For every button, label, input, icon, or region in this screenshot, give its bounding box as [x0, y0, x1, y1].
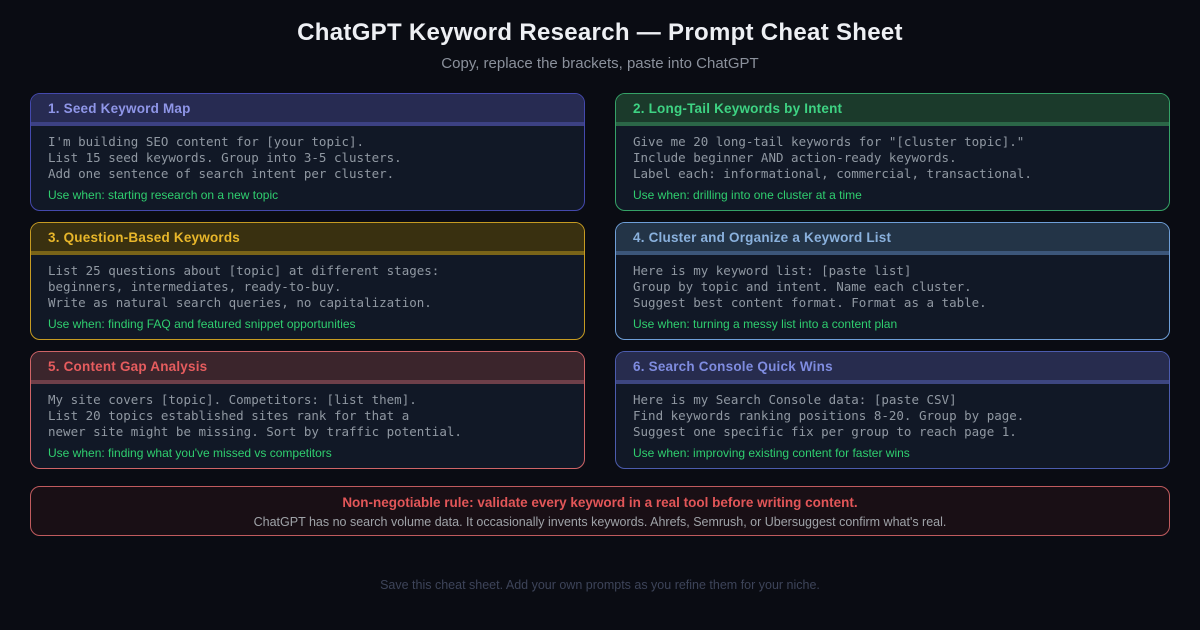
card-title: 6. Search Console Quick Wins [633, 359, 833, 374]
prompt-line: My site covers [topic]. Competitors: [li… [48, 392, 417, 407]
prompt-text: Here is my Search Console data: [paste C… [616, 384, 1169, 441]
card-title: 2. Long-Tail Keywords by Intent [633, 101, 843, 116]
prompt-text: I'm building SEO content for [your topic… [31, 126, 584, 183]
use-when-note: Use when: drilling into one cluster at a… [633, 187, 862, 202]
use-when-note: Use when: finding FAQ and featured snipp… [48, 316, 356, 331]
use-when-note: Use when: improving existing content for… [633, 445, 910, 460]
prompt-line: beginners, intermediates, ready-to-buy. [48, 279, 342, 295]
prompt-line: I'm building SEO content for [your topic… [48, 134, 365, 149]
prompt-line: newer site might be missing. Sort by tra… [48, 424, 462, 440]
warning-body: ChatGPT has no search volume data. It oc… [253, 515, 947, 529]
card-header: 5. Content Gap Analysis [31, 352, 584, 384]
prompt-line: Here is my Search Console data: [paste C… [633, 392, 957, 407]
use-when-note: Use when: starting research on a new top… [48, 187, 279, 202]
card-title: 3. Question-Based Keywords [48, 230, 240, 245]
prompt-line: List 20 topics established sites rank fo… [48, 408, 410, 424]
card-header: 4. Cluster and Organize a Keyword List [616, 223, 1169, 255]
card-title: 5. Content Gap Analysis [48, 359, 208, 374]
prompt-text: List 25 questions about [topic] at diffe… [31, 255, 584, 312]
card-header: 3. Question-Based Keywords [31, 223, 584, 255]
prompt-line: Add one sentence of search intent per cl… [48, 166, 395, 182]
card-title: 4. Cluster and Organize a Keyword List [633, 230, 892, 245]
warning-title: Non-negotiable rule: validate every keyw… [342, 495, 858, 510]
prompt-line: Here is my keyword list: [paste list] [633, 263, 912, 278]
prompt-line: Group by topic and intent. Name each clu… [633, 279, 972, 295]
page-title: ChatGPT Keyword Research — Prompt Cheat … [297, 19, 903, 46]
card-title: 1. Seed Keyword Map [48, 101, 191, 116]
prompt-card-long-tail-keywords: 2. Long-Tail Keywords by Intent Give me … [615, 93, 1170, 211]
prompt-line: List 15 seed keywords. Group into 3-5 cl… [48, 150, 402, 166]
prompt-text: Here is my keyword list: [paste list] Gr… [616, 255, 1169, 312]
prompt-line: List 25 questions about [topic] at diffe… [48, 263, 440, 278]
prompt-line: Label each: informational, commercial, t… [633, 166, 1032, 182]
prompt-line: Find keywords ranking positions 8-20. Gr… [633, 408, 1025, 424]
card-header: 6. Search Console Quick Wins [616, 352, 1169, 384]
prompt-card-cluster-organize-list: 4. Cluster and Organize a Keyword List H… [615, 222, 1170, 340]
use-when-note: Use when: finding what you've missed vs … [48, 445, 332, 460]
prompt-line: Write as natural search queries, no capi… [48, 295, 432, 311]
prompt-line: Include beginner AND action-ready keywor… [633, 150, 957, 166]
prompt-card-seed-keyword-map: 1. Seed Keyword Map I'm building SEO con… [30, 93, 585, 211]
prompt-card-search-console-quick-wins: 6. Search Console Quick Wins Here is my … [615, 351, 1170, 469]
prompt-line: Suggest best content format. Format as a… [633, 295, 987, 311]
validation-warning-banner: Non-negotiable rule: validate every keyw… [30, 486, 1170, 536]
prompt-line: Suggest one specific fix per group to re… [633, 424, 1017, 440]
prompt-card-content-gap-analysis: 5. Content Gap Analysis My site covers [… [30, 351, 585, 469]
footer-note: Save this cheat sheet. Add your own prom… [380, 578, 820, 592]
card-header: 1. Seed Keyword Map [31, 94, 584, 126]
card-header: 2. Long-Tail Keywords by Intent [616, 94, 1169, 126]
prompt-card-question-based-keywords: 3. Question-Based Keywords List 25 quest… [30, 222, 585, 340]
page-subtitle: Copy, replace the brackets, paste into C… [441, 55, 759, 72]
prompt-text: Give me 20 long-tail keywords for "[clus… [616, 126, 1169, 183]
prompt-line: Give me 20 long-tail keywords for "[clus… [633, 134, 1025, 149]
prompt-card-grid: 1. Seed Keyword Map I'm building SEO con… [30, 93, 1170, 469]
use-when-note: Use when: turning a messy list into a co… [633, 316, 898, 331]
prompt-text: My site covers [topic]. Competitors: [li… [31, 384, 584, 441]
